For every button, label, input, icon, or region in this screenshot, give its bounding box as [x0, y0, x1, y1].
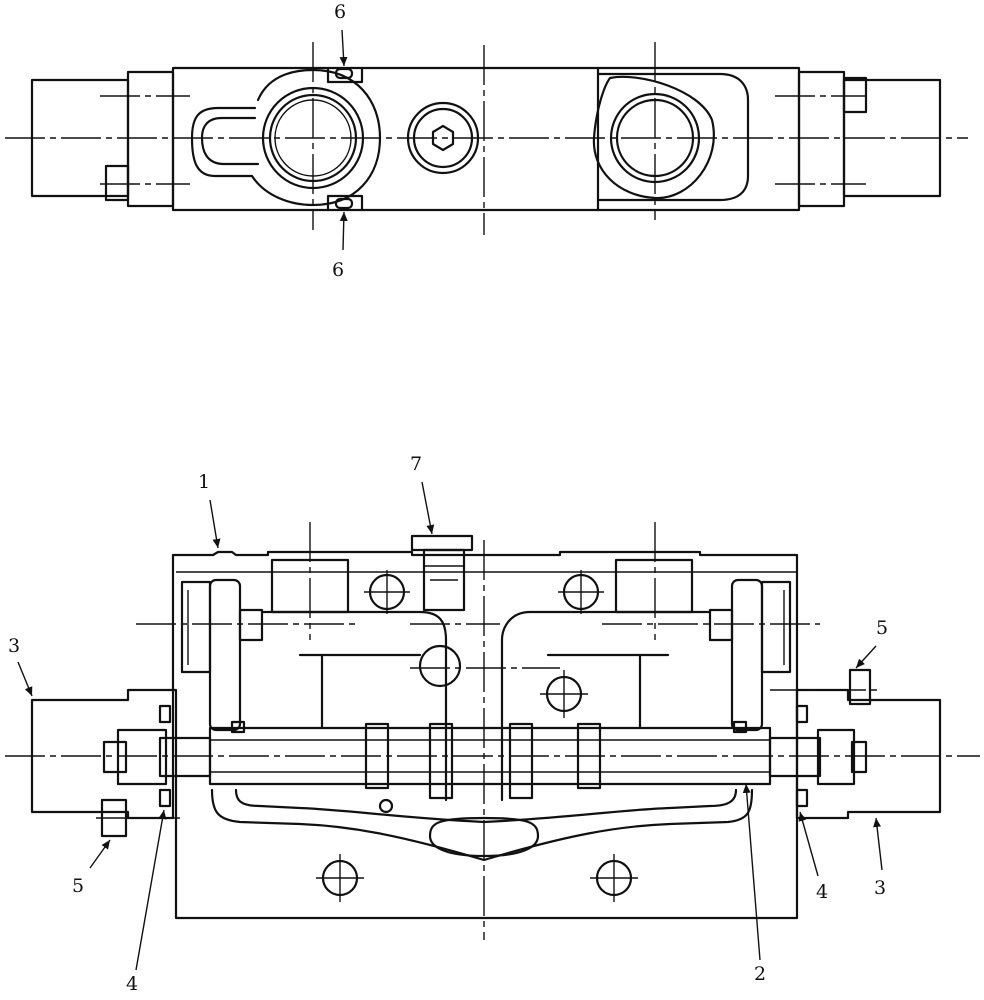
top-seal-upper [326, 66, 364, 84]
top-right-end-cap [775, 70, 942, 208]
callout-3-left-leader [17, 661, 33, 697]
callout-6-lower-leader [339, 211, 348, 251]
callout-7: 7 [410, 453, 422, 475]
top-right-port-boss [592, 66, 750, 212]
section-view: 1 7 3 5 5 4 2 4 3 [5, 453, 980, 995]
callout-3-left: 3 [8, 635, 20, 657]
top-view: 6 6 [5, 1, 968, 281]
section-return-passage [210, 788, 754, 862]
section-ring-right [795, 704, 809, 724]
callout-7-leader [421, 481, 435, 535]
section-right-piston [708, 578, 792, 732]
top-left-port-boss [190, 68, 382, 207]
callout-4-right-leader [798, 811, 819, 877]
section-right-end-cap [770, 668, 942, 820]
left-port-circle [261, 86, 365, 190]
callout-5-right-leader [855, 645, 877, 669]
section-valve-body [171, 550, 799, 920]
top-left-end-cap [30, 70, 190, 208]
top-valve-body [171, 66, 801, 212]
callout-3-right-leader [873, 817, 883, 871]
callout-4-left: 4 [126, 973, 138, 995]
callout-4-right: 4 [816, 881, 828, 903]
section-left-end-cap [30, 688, 180, 838]
right-port-circle [609, 92, 701, 184]
callout-5-left: 5 [72, 875, 84, 897]
section-spool [102, 720, 868, 800]
section-right-port [614, 558, 694, 614]
callout-6-upper-leader [339, 29, 348, 67]
callout-1-leader [209, 499, 221, 549]
top-seal-lower [326, 194, 364, 212]
section-left-piston [180, 578, 264, 732]
callout-5-right: 5 [876, 617, 888, 639]
callout-4-left-leader [135, 809, 167, 971]
callout-1: 1 [198, 471, 210, 493]
section-bolt-holes [316, 570, 638, 902]
section-ring-left [158, 704, 172, 724]
callout-6-lower: 6 [332, 259, 344, 281]
callout-2-leader [742, 783, 761, 961]
callout-3-right: 3 [874, 877, 886, 899]
callout-5-left-leader [89, 839, 111, 869]
callout-2: 2 [754, 963, 766, 985]
top-hex-plug [406, 101, 480, 175]
section-plug [410, 534, 474, 612]
callout-6-upper: 6 [334, 1, 346, 23]
